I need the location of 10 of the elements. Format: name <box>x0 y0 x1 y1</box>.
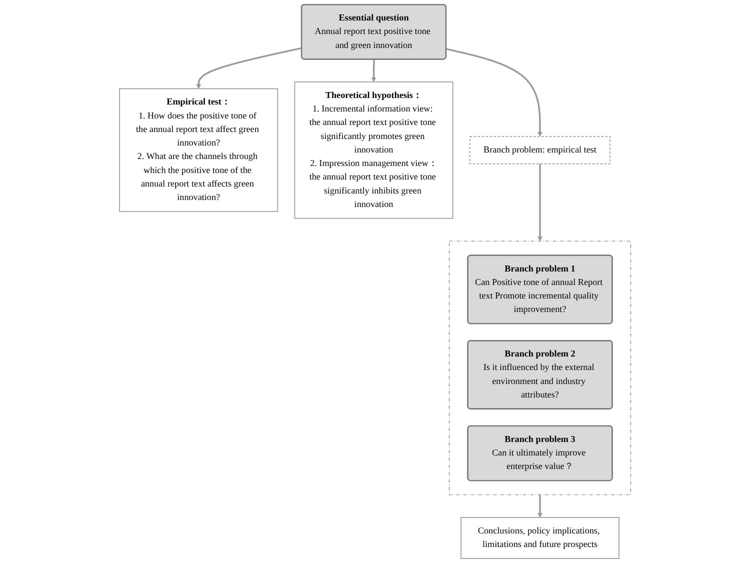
arrow <box>537 494 542 518</box>
arrow <box>537 164 542 242</box>
arrow <box>446 48 542 137</box>
cluster <box>448 240 631 496</box>
arrow <box>196 47 302 89</box>
arrow <box>371 59 376 82</box>
node-box: Conclusions, policy implications, limitations and future prospects <box>460 517 620 559</box>
node-box: Theoretical hypothesis： 1. Incremental information view: the annual report text positive tone significantly promotes green innovation 2. Impression management view：the annual report text positive tone significantly inhibits green innovation <box>294 81 454 219</box>
node-box: Empirical test： 1. How does the positive tone of the annual report text affect green innovation? 2. What are the channels through which the positive tone of the annual report text affects green innovation? <box>119 88 278 212</box>
node-box: Branch problem: empirical test <box>469 136 610 164</box>
